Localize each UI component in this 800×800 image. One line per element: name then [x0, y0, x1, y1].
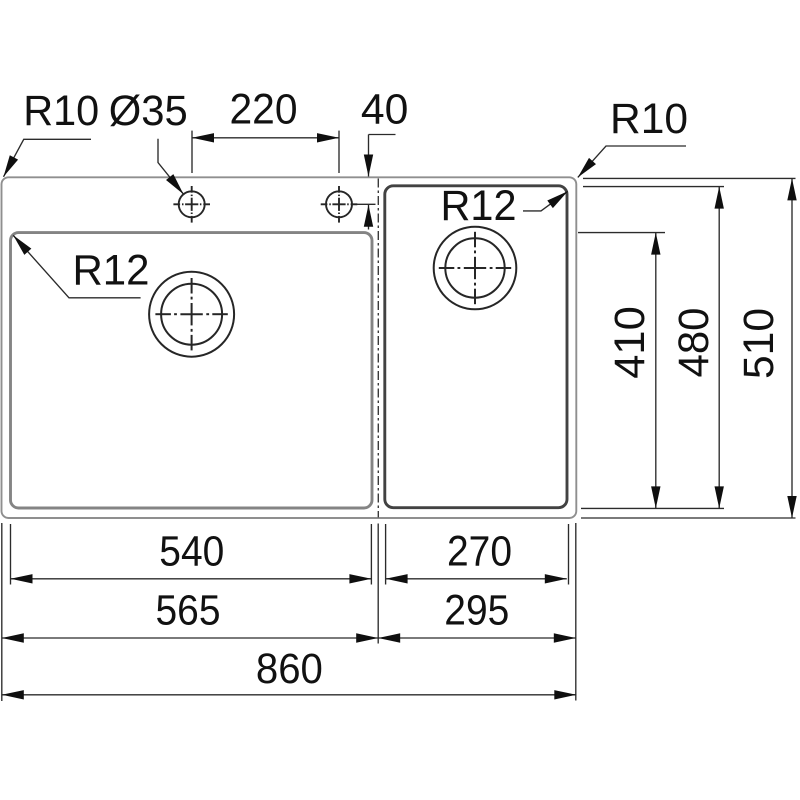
- svg-text:510: 510: [736, 308, 783, 379]
- svg-text:410: 410: [607, 306, 654, 379]
- svg-text:Ø35: Ø35: [109, 88, 188, 135]
- svg-text:R10: R10: [23, 88, 99, 135]
- svg-text:295: 295: [444, 587, 509, 634]
- svg-text:40: 40: [361, 87, 409, 134]
- svg-text:R12: R12: [73, 247, 150, 294]
- svg-text:860: 860: [256, 646, 323, 693]
- svg-text:540: 540: [159, 528, 224, 575]
- svg-text:480: 480: [671, 308, 718, 378]
- svg-text:R12: R12: [441, 183, 517, 230]
- svg-text:270: 270: [447, 528, 512, 575]
- svg-text:565: 565: [156, 587, 221, 634]
- svg-text:R10: R10: [610, 96, 688, 143]
- svg-text:220: 220: [230, 87, 298, 134]
